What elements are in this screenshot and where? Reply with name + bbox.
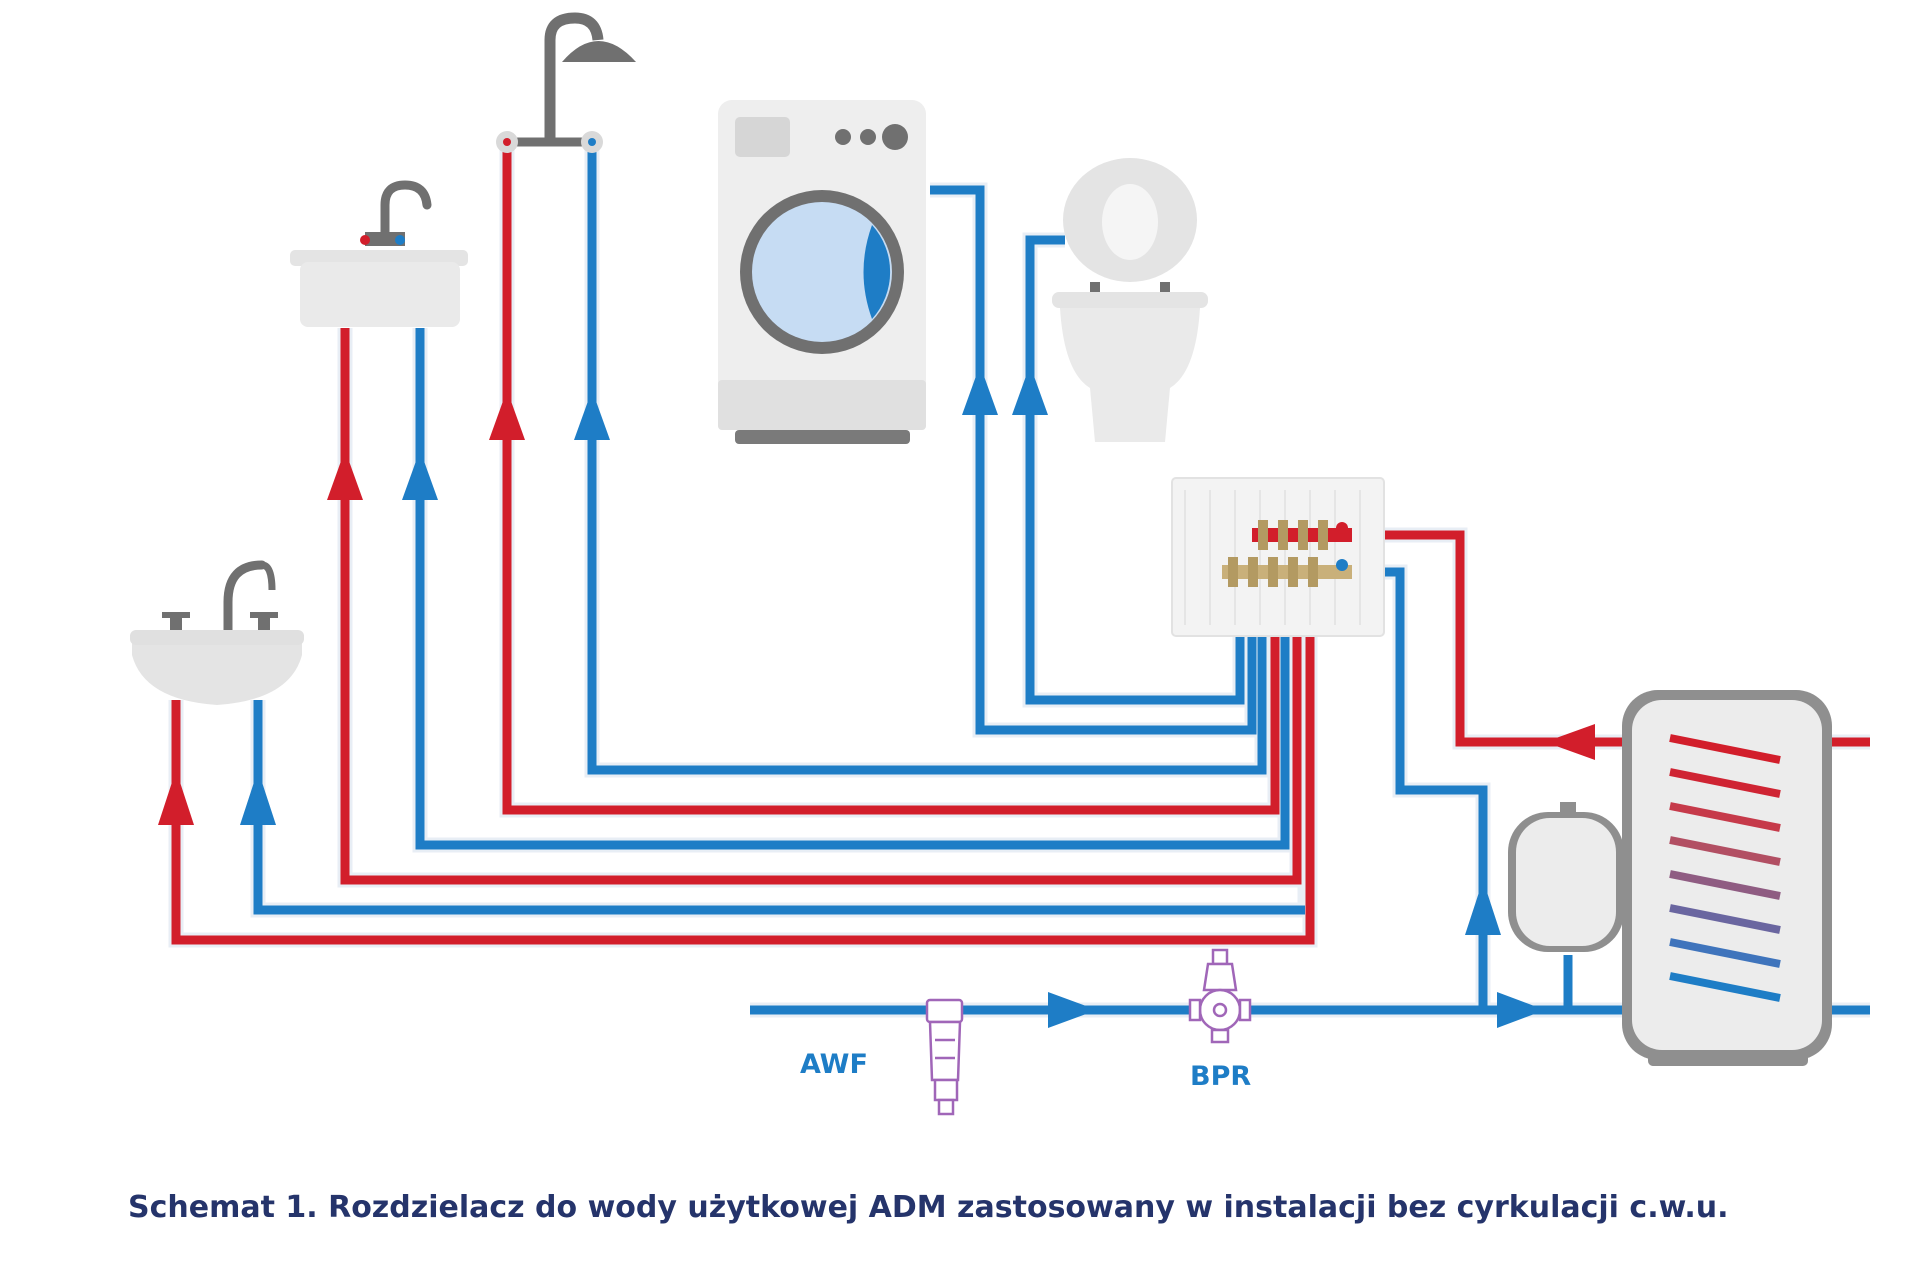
arrow-up-cold [402, 450, 438, 500]
arrow-up-cold [240, 770, 276, 825]
flow-arrows [158, 365, 1595, 1028]
manifold-icon [1171, 477, 1385, 637]
shower-icon [496, 12, 636, 153]
figure-caption: Schemat 1. Rozdzielacz do wody użytkowej… [128, 1190, 1729, 1225]
arrow-up-cold [962, 365, 998, 415]
pipe-hot-shower [502, 150, 1280, 815]
washbasin-icon [290, 180, 468, 327]
arrow-up-cold [1012, 365, 1048, 415]
pipe-cold-washing-machine [930, 185, 1257, 735]
filter-icon [925, 998, 964, 1116]
arrow-up-cold [574, 390, 610, 440]
pipe-cold-toilet [1025, 235, 1245, 705]
awf-label: AWF [800, 1049, 868, 1080]
heating-coil [1669, 734, 1781, 1002]
pipe-cold-shower [587, 150, 1267, 775]
pipe-hot-washbasin [340, 328, 1302, 885]
arrow-up-hot [489, 390, 525, 440]
pipe-cold-supply-manifold [1360, 567, 1488, 1010]
arrow-right-cold [1497, 992, 1545, 1028]
pressure-reducer-icon [1188, 948, 1252, 1044]
washing-machine-icon [718, 100, 926, 444]
arrow-up-hot [158, 770, 194, 825]
arrow-left-hot [1545, 724, 1595, 760]
boiler-icon [1622, 690, 1832, 1066]
sink-icon [130, 560, 304, 705]
arrow-up-cold [1465, 880, 1501, 935]
arrow-up-hot [327, 450, 363, 500]
arrow-right-cold [1048, 992, 1097, 1028]
toilet-icon [1052, 158, 1208, 442]
expansion-tank-icon [1508, 802, 1624, 952]
bpr-label: BPR [1190, 1061, 1251, 1092]
pipe-cold-washbasin [415, 328, 1290, 850]
